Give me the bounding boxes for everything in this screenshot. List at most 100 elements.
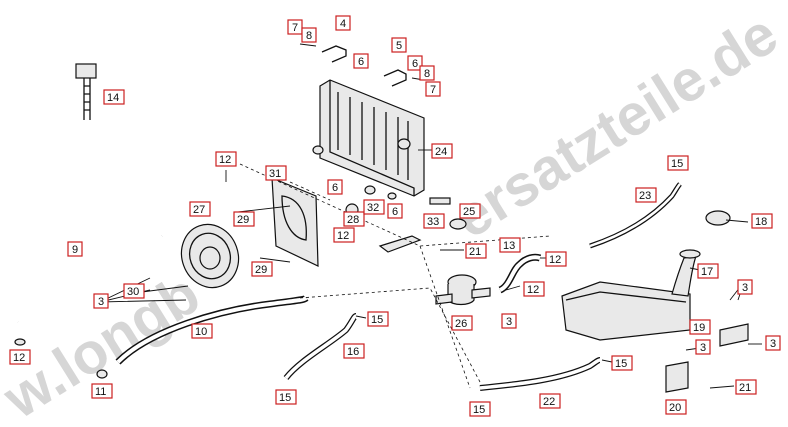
callout-6a: 6 bbox=[353, 53, 369, 69]
svg-text:4: 4 bbox=[340, 18, 346, 30]
callout-27: 27 bbox=[189, 201, 211, 217]
bracket-5 bbox=[383, 69, 407, 87]
callout-21a: 21 bbox=[465, 243, 487, 259]
callout-30: 30 bbox=[123, 283, 145, 299]
svg-text:15: 15 bbox=[473, 404, 485, 416]
svg-text:26: 26 bbox=[455, 318, 467, 330]
svg-text:18: 18 bbox=[755, 216, 767, 228]
bracket-2 bbox=[378, 235, 422, 253]
callout-22: 22 bbox=[539, 393, 561, 409]
bracket-19 bbox=[719, 323, 749, 347]
fan-motor bbox=[180, 223, 240, 289]
washer-6b bbox=[387, 192, 397, 200]
svg-text:12: 12 bbox=[527, 284, 539, 296]
callout-14: 14 bbox=[103, 89, 125, 105]
callout-6b: 6 bbox=[407, 55, 423, 71]
callout-31: 31 bbox=[265, 165, 287, 181]
hose-16-inner bbox=[284, 314, 357, 380]
callout-6d: 6 bbox=[387, 203, 403, 219]
svg-text:19: 19 bbox=[693, 322, 705, 334]
callout-3c: 3 bbox=[501, 313, 517, 329]
svg-text:12: 12 bbox=[13, 352, 25, 364]
svg-text:29: 29 bbox=[255, 264, 267, 276]
svg-text:28: 28 bbox=[347, 214, 359, 226]
svg-text:9: 9 bbox=[72, 244, 78, 256]
hose-22-inner bbox=[479, 358, 601, 390]
callout-25: 25 bbox=[459, 203, 481, 219]
svg-text:27: 27 bbox=[193, 204, 205, 216]
callout-15d: 15 bbox=[275, 389, 297, 405]
callout-7a: 7 bbox=[287, 19, 303, 35]
svg-text:17: 17 bbox=[701, 266, 713, 278]
cable-tie-14 bbox=[75, 63, 97, 120]
callout-10: 10 bbox=[191, 323, 213, 339]
bracket-4 bbox=[321, 45, 347, 63]
callout-15e: 15 bbox=[469, 401, 491, 417]
svg-text:13: 13 bbox=[503, 240, 515, 252]
svg-text:16: 16 bbox=[347, 346, 359, 358]
assembly-line-c bbox=[419, 245, 471, 389]
callout-33: 33 bbox=[423, 213, 445, 229]
svg-text:21: 21 bbox=[469, 246, 481, 258]
ring-11 bbox=[96, 369, 108, 379]
callout-3b: 3 bbox=[737, 279, 753, 295]
svg-text:3: 3 bbox=[742, 282, 748, 294]
callout-15c: 15 bbox=[611, 355, 633, 371]
svg-text:14: 14 bbox=[107, 92, 119, 104]
bracket-20 bbox=[665, 361, 689, 393]
expansion-tank bbox=[561, 249, 701, 341]
svg-text:25: 25 bbox=[463, 206, 475, 218]
callout-29b: 29 bbox=[251, 261, 273, 277]
svg-text:33: 33 bbox=[427, 216, 439, 228]
svg-text:7: 7 bbox=[292, 22, 298, 34]
svg-text:6: 6 bbox=[358, 56, 364, 68]
cap-18 bbox=[705, 210, 731, 226]
assembly-line-b bbox=[299, 287, 481, 383]
callout-16: 16 bbox=[343, 343, 365, 359]
assembly-line-d bbox=[289, 181, 331, 201]
hose-10-inner bbox=[116, 296, 308, 364]
svg-text:10: 10 bbox=[195, 326, 207, 338]
thermostat-housing bbox=[435, 274, 491, 306]
callout-12d: 12 bbox=[523, 281, 545, 297]
svg-text:15: 15 bbox=[371, 314, 383, 326]
svg-text:8: 8 bbox=[424, 68, 430, 80]
svg-text:6: 6 bbox=[392, 206, 398, 218]
callout-11: 11 bbox=[91, 383, 113, 399]
bolt-33 bbox=[429, 197, 451, 205]
callout-8b: 8 bbox=[419, 65, 435, 81]
callout-3d: 3 bbox=[695, 339, 711, 355]
svg-text:22: 22 bbox=[543, 396, 555, 408]
callout-21b: 21 bbox=[735, 379, 757, 395]
svg-text:21: 21 bbox=[739, 382, 751, 394]
gasket-25 bbox=[449, 218, 467, 230]
callout-6c: 6 bbox=[327, 179, 343, 195]
callout-12e: 12 bbox=[9, 349, 31, 365]
svg-text:32: 32 bbox=[367, 202, 379, 214]
hose-22 bbox=[479, 357, 601, 391]
callout-13: 13 bbox=[499, 237, 521, 253]
svg-text:6: 6 bbox=[412, 58, 418, 70]
callout-29a: 29 bbox=[233, 211, 255, 227]
svg-text:31: 31 bbox=[269, 168, 281, 180]
hose-9-inner bbox=[14, 233, 164, 323]
callout-3a: 3 bbox=[93, 293, 109, 309]
svg-text:15: 15 bbox=[615, 358, 627, 370]
callout-20: 20 bbox=[665, 399, 687, 415]
callout-32: 32 bbox=[363, 199, 385, 215]
svg-text:23: 23 bbox=[639, 190, 651, 202]
svg-text:3: 3 bbox=[98, 296, 104, 308]
svg-text:11: 11 bbox=[95, 386, 106, 398]
svg-text:3: 3 bbox=[700, 342, 706, 354]
svg-text:3: 3 bbox=[506, 316, 512, 328]
fan-shroud bbox=[271, 177, 319, 267]
svg-text:12: 12 bbox=[549, 254, 561, 266]
svg-text:12: 12 bbox=[219, 154, 231, 166]
callout-4: 4 bbox=[335, 15, 351, 31]
callout-9: 9 bbox=[67, 241, 83, 257]
switch-32 bbox=[364, 185, 376, 195]
svg-text:20: 20 bbox=[669, 402, 681, 414]
hose-13-inner bbox=[499, 255, 541, 292]
